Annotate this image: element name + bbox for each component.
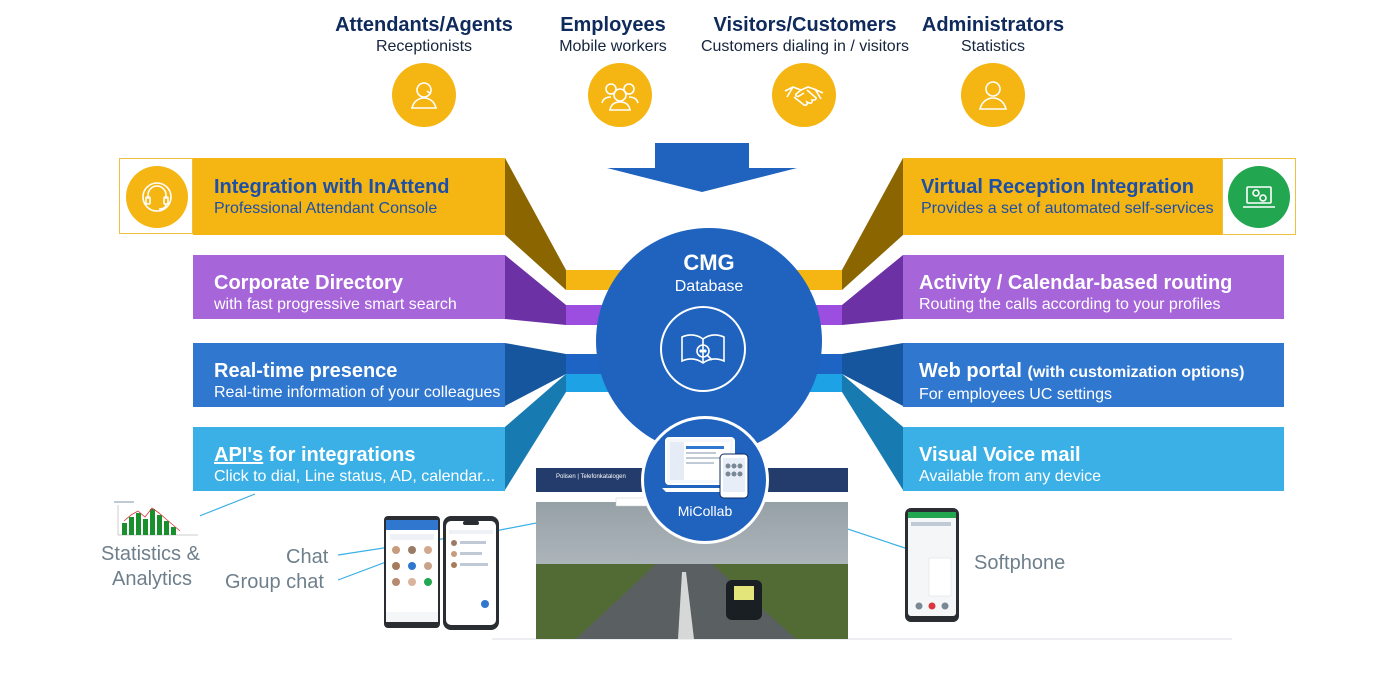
portal-header: Polisen | Telefonkatalogen bbox=[556, 474, 626, 480]
automation-laptop-icon bbox=[1228, 166, 1290, 228]
connector-bar-left-2 bbox=[566, 305, 606, 325]
headset-icon bbox=[126, 166, 188, 228]
statistics-chart-thumbnail bbox=[108, 501, 200, 538]
feature-subtitle: Provides a set of automated self-service… bbox=[921, 200, 1214, 217]
statistics-line bbox=[196, 493, 256, 518]
persona-subtitle: Mobile workers bbox=[559, 38, 667, 55]
persona-visitors: Visitors/Customers Customers dialing in … bbox=[695, 12, 915, 56]
feature-title: Web portal (with customization options) bbox=[919, 359, 1284, 385]
user-icon bbox=[961, 63, 1025, 127]
softphone-device bbox=[905, 508, 959, 622]
softphone-label: Softphone bbox=[974, 552, 1066, 574]
receptionist-icon bbox=[392, 63, 456, 127]
persona-title: Employees bbox=[560, 14, 666, 36]
feature-title: Integration with InAttend bbox=[214, 176, 450, 198]
feature-calendar-routing: Activity / Calendar-based routing Routin… bbox=[903, 255, 1284, 319]
feature-subtitle: with fast progressive smart search bbox=[214, 296, 457, 313]
feature-subtitle: For employees UC settings bbox=[919, 386, 1112, 403]
micollab-devices-icon bbox=[662, 437, 749, 499]
feature-inattend: Integration with InAttend Professional A… bbox=[193, 158, 505, 235]
micollab-label: MiCollab bbox=[677, 503, 733, 519]
group-chat-label: Group chat bbox=[225, 571, 324, 593]
feature-title: API's for integrations bbox=[214, 443, 505, 467]
hub-title: CMG bbox=[683, 250, 735, 275]
feature-title: Corporate Directory bbox=[214, 272, 403, 294]
feature-subtitle: Available from any device bbox=[919, 468, 1102, 485]
virtual-reception-icon-frame bbox=[1222, 158, 1296, 235]
api-link[interactable]: API's bbox=[214, 444, 264, 466]
persona-subtitle: Receptionists bbox=[375, 38, 473, 55]
handshake-icon bbox=[772, 63, 836, 127]
persona-title: Attendants/Agents bbox=[335, 14, 513, 36]
persona-title: Visitors/Customers bbox=[713, 14, 897, 36]
persona-attendants: Attendants/Agents Receptionists bbox=[314, 12, 534, 56]
mobile-phone-contacts bbox=[384, 516, 440, 628]
feature-title: Visual Voice mail bbox=[919, 444, 1081, 466]
connector-left-1 bbox=[505, 158, 610, 290]
feature-subtitle: Click to dial, Line status, AD, calendar… bbox=[214, 468, 496, 485]
inattend-icon-frame bbox=[119, 158, 193, 234]
feature-title-main: Web portal bbox=[919, 360, 1022, 382]
feature-virtual-reception: Virtual Reception Integration Provides a… bbox=[903, 158, 1223, 235]
chat-label: Chat bbox=[286, 546, 329, 568]
persona-subtitle: Customers dialing in / visitors bbox=[700, 38, 910, 55]
feature-title-note: (with customization options) bbox=[1027, 364, 1245, 381]
feature-subtitle: Professional Attendant Console bbox=[214, 200, 438, 217]
group-icon bbox=[588, 63, 652, 127]
connector-bar-left-3 bbox=[566, 354, 606, 374]
connector-left-4 bbox=[505, 374, 620, 490]
persona-administrators: Administrators Statistics bbox=[883, 12, 1103, 56]
persona-subtitle: Statistics bbox=[960, 38, 1025, 55]
persona-employees: Employees Mobile workers bbox=[503, 12, 723, 56]
feature-title: Real-time presence bbox=[214, 360, 398, 382]
feature-api-integrations: API's for integrations Click to dial, Li… bbox=[193, 427, 505, 491]
down-arrow bbox=[607, 143, 797, 192]
feature-visual-voicemail: Visual Voice mail Available from any dev… bbox=[903, 427, 1284, 491]
feature-title-rest: for integrations bbox=[263, 444, 416, 466]
database-book-icon bbox=[660, 306, 746, 392]
persona-title: Administrators bbox=[921, 14, 1065, 36]
analytics-label: Analytics bbox=[112, 568, 193, 590]
statistics-label: Statistics & bbox=[101, 543, 200, 565]
hub-subtitle: Database bbox=[674, 278, 744, 295]
connector-right-1 bbox=[800, 158, 903, 290]
feature-corporate-directory: Corporate Directory with fast progressiv… bbox=[193, 255, 505, 319]
feature-subtitle: Real-time information of your colleagues bbox=[214, 384, 501, 401]
mobile-phone-chat bbox=[443, 516, 499, 630]
feature-subtitle: Routing the calls according to your prof… bbox=[919, 296, 1221, 313]
feature-title: Activity / Calendar-based routing bbox=[919, 272, 1233, 294]
feature-title: Virtual Reception Integration bbox=[921, 176, 1194, 198]
feature-realtime-presence: Real-time presence Real-time information… bbox=[193, 343, 505, 407]
feature-web-portal: Web portal (with customization options) … bbox=[903, 343, 1284, 407]
